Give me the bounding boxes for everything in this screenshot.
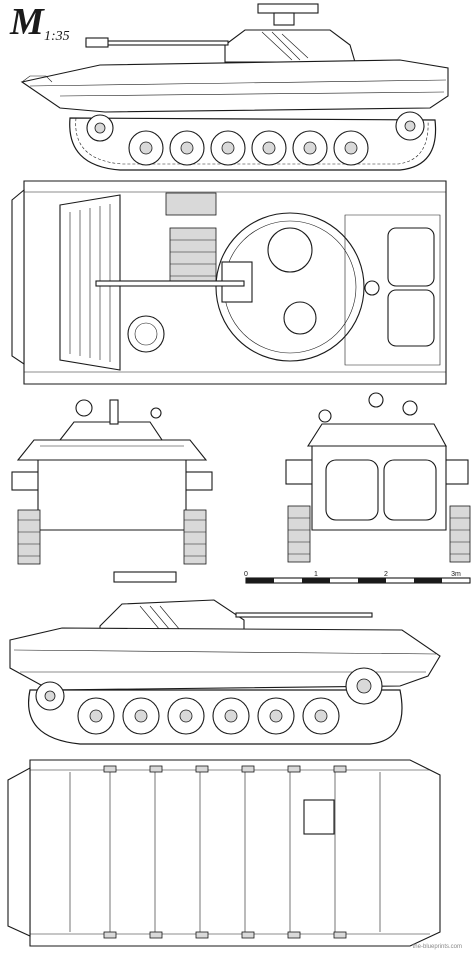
- front-hull: [37, 459, 187, 531]
- track-right: [28, 689, 403, 745]
- road-wheels: [86, 111, 425, 166]
- gunner-hatch: [283, 301, 317, 335]
- hull-right: [9, 627, 441, 691]
- top-view: [11, 180, 447, 385]
- rear-door-right: [383, 459, 437, 521]
- turret-rear: [306, 423, 447, 447]
- scale-bar: 0 1 2 3m: [244, 571, 471, 584]
- logo-scale: 1:35: [44, 29, 70, 44]
- rear-hatch-lower: [387, 289, 435, 347]
- publisher-logo: M 1:35: [9, 1, 70, 44]
- turret-ring: [215, 212, 365, 362]
- upper-glacis: [16, 439, 208, 461]
- track-left: [69, 117, 437, 171]
- searchlight-front: [75, 399, 93, 417]
- hull-bottom-outline: [29, 759, 441, 947]
- main-gun-top: [95, 280, 245, 287]
- bottom-view: the-blueprints.com: [7, 759, 462, 950]
- scale-label-0: 0: [244, 571, 248, 578]
- scale-label-3: 3m: [451, 571, 461, 578]
- scale-label-2: 2: [384, 571, 388, 578]
- front-view: [11, 399, 213, 565]
- hull: [20, 59, 449, 113]
- rear-door-left: [325, 459, 379, 521]
- atgm-launcher-right: [113, 571, 177, 583]
- engine-grille-2: [169, 227, 217, 287]
- commander-hatch: [267, 227, 313, 273]
- road-wheels-right: [35, 667, 383, 735]
- suspension-arms: [103, 765, 347, 939]
- atgm-launcher: [257, 3, 319, 14]
- rear-track-left: [287, 505, 311, 563]
- rear-hatch-upper: [387, 227, 435, 287]
- driver-hatch: [127, 315, 165, 353]
- rear-view: [285, 392, 471, 563]
- rear-track-right: [449, 505, 471, 563]
- logo-letter: M: [9, 1, 45, 43]
- watermark: the-blueprints.com: [413, 944, 462, 950]
- bottom-hatch: [303, 799, 335, 835]
- main-gun-right: [235, 612, 373, 618]
- left-side-view: [20, 3, 449, 171]
- front-track-left: [17, 509, 41, 565]
- front-track-right: [183, 509, 207, 565]
- searchlight-rear: [402, 400, 418, 416]
- turret: [224, 29, 356, 63]
- right-side-view: [9, 571, 441, 745]
- scale-label-1: 1: [314, 571, 318, 578]
- turret-front: [58, 421, 164, 441]
- engine-grille-1: [165, 192, 217, 216]
